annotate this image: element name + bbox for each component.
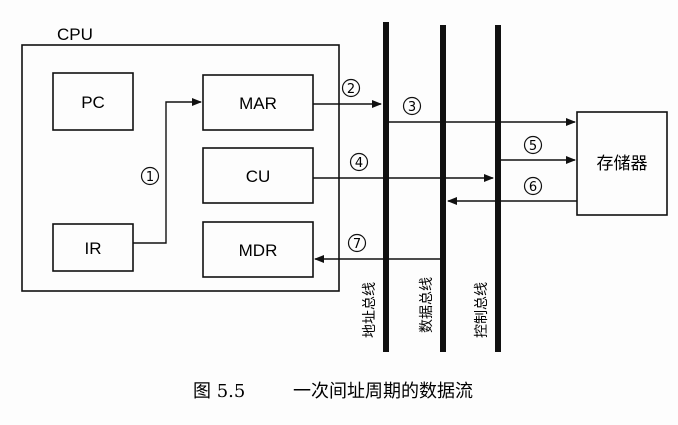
step-2-marker: 2 [341,78,361,98]
cu-label: CU [246,167,271,186]
control-bus-label: 控制总线 [474,282,490,338]
step-7-marker: 7 [347,233,367,253]
ir-label: IR [85,239,102,258]
arrow-ir-to-mar [133,98,202,244]
step-2-label: 2 [347,82,355,97]
step-1-label: 1 [146,170,154,185]
mdr-label: MDR [239,241,278,260]
data-bus-label: 数据总线 [419,277,435,333]
step-6-label: 6 [529,180,537,195]
step-3-label: 3 [408,100,416,115]
address-bus-label: 地址总线 [362,282,378,338]
step-5-label: 5 [529,139,537,154]
figure-number: 图 5.5 [193,381,245,402]
step-5-marker: 5 [523,135,543,155]
step-4-label: 4 [355,156,363,171]
ir-register [52,223,134,272]
step-3-marker: 3 [402,96,422,116]
figure-title: 一次间址周期的数据流 [293,381,473,402]
pc-register [52,72,134,131]
mar-label: MAR [239,94,277,113]
memory-label: 存储器 [597,154,648,173]
memory-box [576,111,668,216]
pc-label: PC [81,93,105,112]
mdr-register [202,221,314,278]
mar-register [202,74,314,131]
step-6-marker: 6 [523,176,543,196]
step-1-marker: 1 [140,166,160,186]
cpu-label: CPU [57,25,93,44]
cu-unit [202,147,314,204]
cpu-box [21,44,340,292]
step-7-label: 7 [353,237,361,252]
step-4-marker: 4 [349,152,369,172]
